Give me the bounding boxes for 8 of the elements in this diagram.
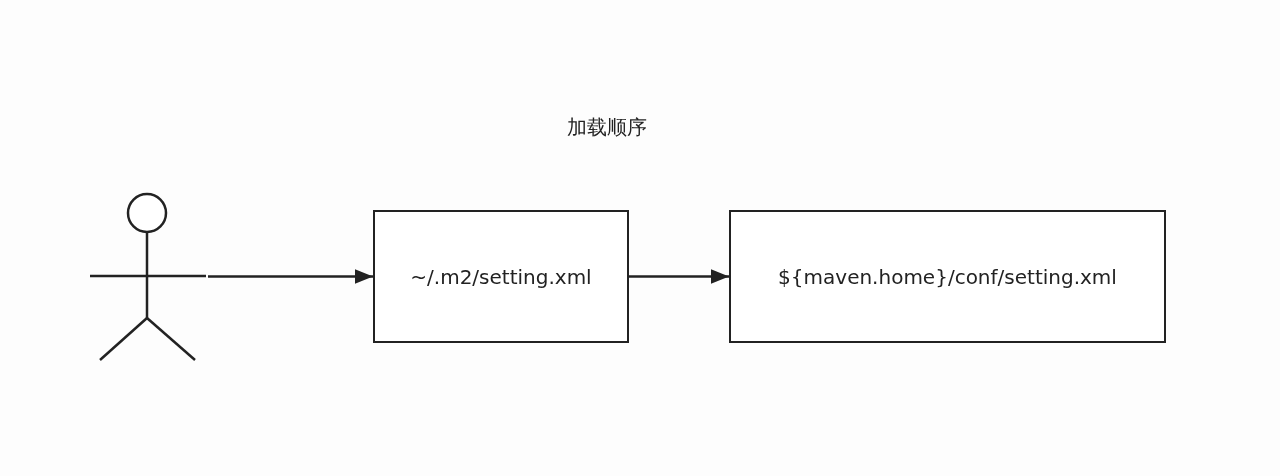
process-box	[729, 210, 1166, 343]
box-label: ${maven.home}/conf/setting.xml	[778, 264, 1117, 289]
box-label: ~/.m2/setting.xml	[410, 264, 592, 289]
arrow	[208, 269, 373, 284]
arrow	[629, 269, 729, 284]
process-box	[373, 210, 629, 343]
stick-figure-drawing	[88, 191, 208, 363]
diagram-title: 加载顺序	[566, 114, 648, 141]
